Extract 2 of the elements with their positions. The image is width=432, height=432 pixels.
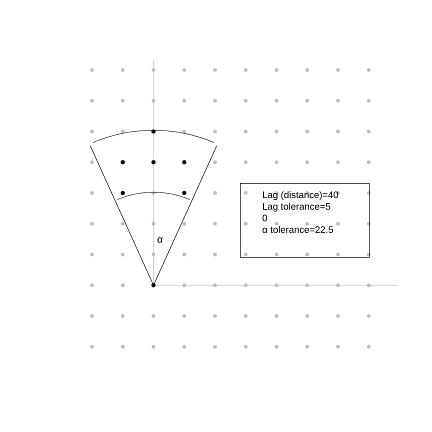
angle-label: α xyxy=(158,237,163,243)
legend-box: Lag (distance)=40 Lag tolerance=5 0 α tolerance=22.5 xyxy=(240,183,370,258)
